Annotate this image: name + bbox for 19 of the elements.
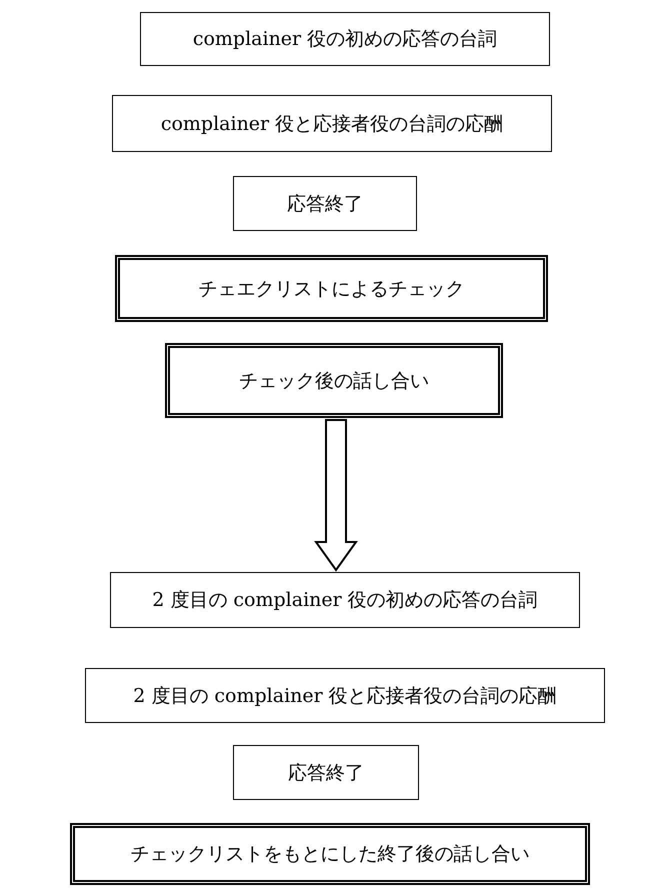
process-box [115, 255, 548, 322]
box-label: complainer 役と応接者役の台詞の応酬 [160, 112, 504, 136]
box-label: チェック後の話し合い [239, 368, 429, 394]
box-label: complainer 役の初めの応答の台詞 [192, 27, 498, 52]
process-box [165, 343, 503, 418]
process-box [70, 823, 590, 885]
box-label: 応答終了 [288, 760, 364, 786]
process-box [112, 95, 552, 152]
process-box [85, 668, 605, 723]
box-label: 応答終了 [287, 192, 363, 216]
block-arrow [314, 419, 358, 572]
box-label: チェエクリストによるチェック [198, 276, 464, 302]
process-box [233, 745, 419, 800]
box-label: 2 度目の complainer 役の初めの応答の台詞 [152, 588, 538, 613]
process-box [233, 176, 417, 231]
box-label: 2 度目の complainer 役と応接者役の台詞の応酬 [133, 684, 557, 708]
process-box [140, 12, 550, 66]
box-label: チェックリストをもとにした終了後の話し合い [130, 842, 530, 867]
process-box [110, 572, 580, 628]
